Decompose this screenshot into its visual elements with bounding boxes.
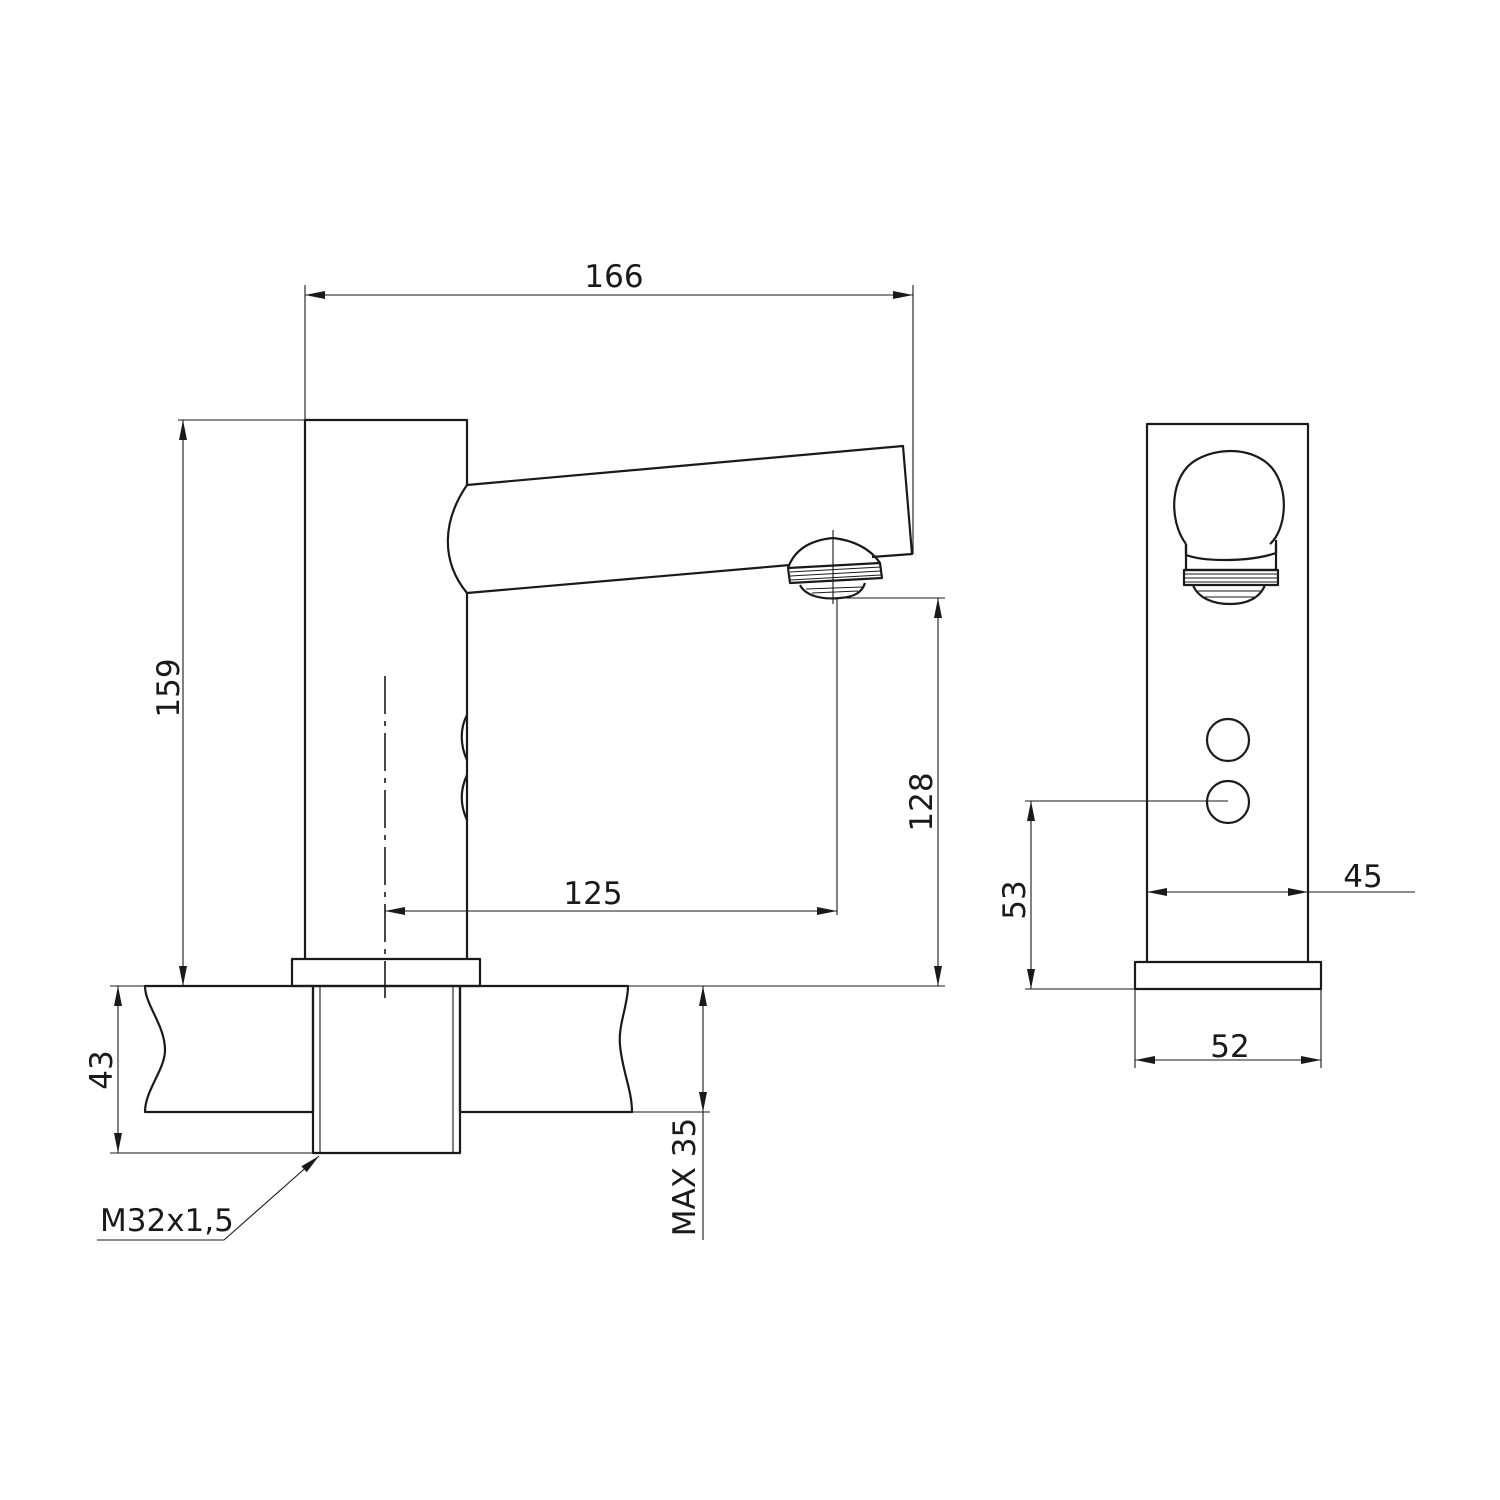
sensor-window-upper	[1205, 717, 1251, 763]
dim-spout-height: 128	[904, 598, 942, 986]
spout-arm	[466, 444, 914, 595]
dim-max-counter-label: MAX 35	[667, 1118, 703, 1237]
dim-side-width-label: 45	[1343, 859, 1382, 895]
dim-counter-thickness-label: 43	[84, 1050, 120, 1089]
dim-counter-thickness: 43	[84, 986, 122, 1153]
dim-overall-width-label: 166	[584, 259, 643, 295]
dim-spout-reach: 125	[385, 876, 837, 915]
base-flange	[290, 957, 482, 988]
countertop-section	[143, 984, 634, 1114]
dim-side-width: 45	[1147, 859, 1383, 896]
thread-callout: M32x1,5	[97, 1155, 320, 1241]
dim-side-height: 53	[997, 801, 1035, 989]
thread-callout-label: M32x1,5	[100, 1203, 234, 1239]
side-body	[1145, 422, 1310, 962]
mounting-shank	[311, 984, 462, 1155]
dim-overall-height: 159	[151, 420, 187, 986]
side-base	[1133, 960, 1323, 991]
dim-spout-reach-label: 125	[563, 876, 622, 912]
dim-side-height-label: 53	[997, 880, 1033, 919]
dim-base-width: 52	[1135, 1029, 1321, 1065]
faucet-body	[303, 418, 469, 959]
side-view: 53 45 52	[997, 422, 1415, 1068]
side-extension-lines	[1025, 800, 1415, 1068]
dim-overall-height-label: 159	[151, 658, 187, 717]
sensor-window-lower	[1205, 779, 1251, 825]
extension-lines	[110, 285, 945, 1240]
dim-max-counter: MAX 35	[667, 986, 707, 1237]
dim-overall-width: 166	[305, 259, 913, 299]
front-view: 166 159 128 125 43 MAX 35	[84, 259, 945, 1241]
dim-spout-height-label: 128	[904, 772, 940, 831]
side-spout	[1173, 449, 1285, 606]
aerator	[786, 530, 884, 604]
dim-base-width-label: 52	[1210, 1029, 1249, 1065]
